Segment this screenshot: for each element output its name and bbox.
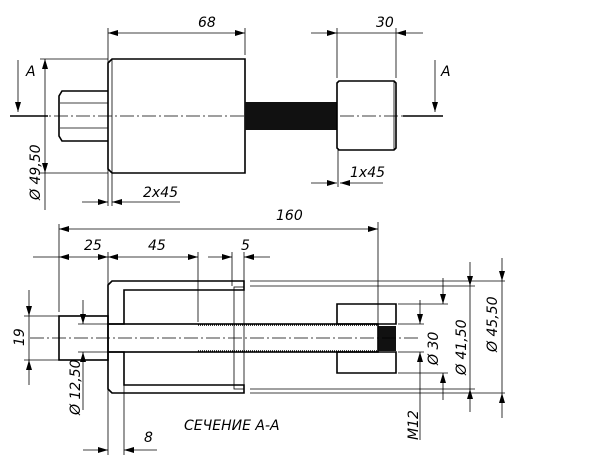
dim-nut-diameter: Ø 30 bbox=[426, 332, 442, 366]
nut-thread bbox=[378, 326, 396, 351]
body-section-bottom bbox=[107, 351, 245, 394]
dim-body-length: 68 bbox=[198, 15, 216, 31]
dim-rod-diameter: Ø 12,50 bbox=[68, 359, 84, 416]
dim-total: 160 bbox=[276, 208, 303, 224]
dim-lip: 5 bbox=[241, 238, 250, 254]
hex-head bbox=[58, 90, 108, 142]
dim-head: 25 bbox=[84, 238, 102, 254]
dim-wall: 8 bbox=[144, 430, 153, 446]
dim-inner-diameter: Ø 41,50 bbox=[454, 319, 470, 376]
chamfer-nut: 1x45 bbox=[350, 165, 385, 181]
dim-thread: M12 bbox=[406, 410, 422, 440]
dim-body-diameter: Ø 49,50 bbox=[28, 144, 44, 201]
dim-head-height: 19 bbox=[12, 328, 28, 346]
top-view: A A 68 30 Ø 49,50 2x45 bbox=[10, 15, 451, 210]
threaded-rod bbox=[245, 102, 337, 130]
section-view: 160 25 45 5 19 Ø 12,50 8 СЕЧЕНИЕ А-А bbox=[12, 208, 505, 455]
nut bbox=[336, 80, 397, 151]
section-title: СЕЧЕНИЕ А-А bbox=[184, 418, 280, 434]
nut-section-top bbox=[336, 303, 397, 325]
section-mark-left: A bbox=[25, 64, 36, 80]
dim-thread-start: 45 bbox=[148, 238, 166, 254]
body-section-top bbox=[107, 280, 245, 325]
section-mark-right: A bbox=[440, 64, 451, 80]
nut-section-bottom bbox=[336, 351, 397, 374]
dim-nut-length: 30 bbox=[376, 15, 394, 31]
chamfer-body: 2x45 bbox=[143, 185, 178, 201]
dim-outer-diameter: Ø 45,50 bbox=[485, 296, 501, 353]
